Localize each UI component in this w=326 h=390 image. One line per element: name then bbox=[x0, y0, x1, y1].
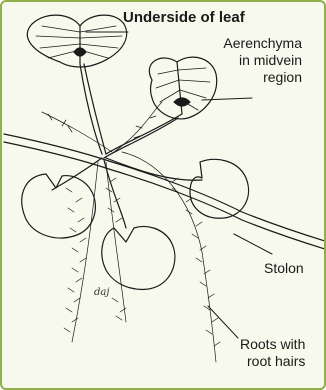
leader-line-stolon bbox=[234, 234, 272, 254]
label-roots-line1: Roots with bbox=[240, 336, 305, 353]
label-aerenchyma-line3: region bbox=[182, 69, 302, 86]
floating-leaves bbox=[22, 159, 249, 289]
leader-line-aerenchyma bbox=[202, 98, 252, 100]
label-roots: Roots with root hairs bbox=[240, 336, 305, 370]
label-roots-line2: root hairs bbox=[240, 353, 305, 370]
label-aerenchyma-line2: in midvein bbox=[182, 52, 302, 69]
leaf-upper-left bbox=[27, 15, 126, 67]
stolon-runner bbox=[4, 134, 326, 250]
label-stolon: Stolon bbox=[264, 260, 304, 277]
artist-signature: daj bbox=[94, 287, 109, 298]
label-underside-of-leaf: Underside of leaf bbox=[123, 9, 245, 27]
label-aerenchyma-line1: Aerenchyma bbox=[182, 35, 302, 52]
label-aerenchyma: Aerenchyma in midvein region bbox=[182, 35, 302, 85]
